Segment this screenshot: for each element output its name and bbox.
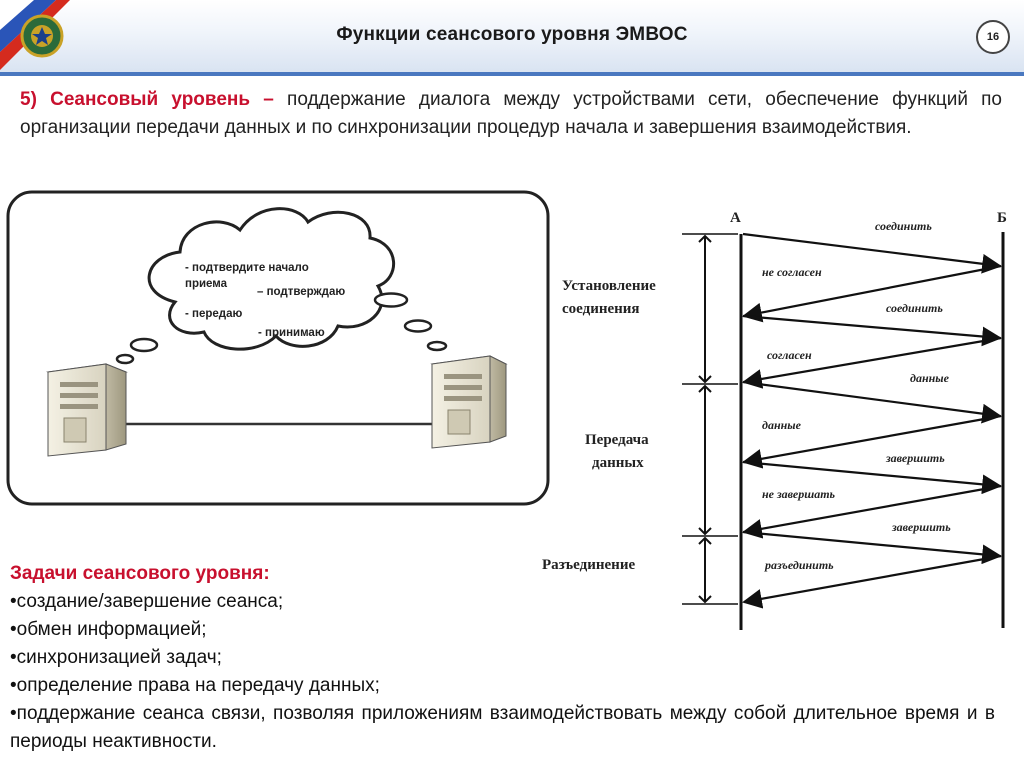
thought-bubble-small — [426, 340, 448, 352]
phase-bracket — [682, 233, 738, 605]
message-arrow — [742, 336, 1002, 389]
message-label: согласен — [767, 348, 812, 362]
message-arrow — [742, 460, 1002, 495]
task-item: •создание/завершение сеанса; — [10, 591, 284, 612]
thought-bubble-small — [115, 353, 135, 365]
message-label: соединить — [875, 219, 932, 233]
message-arrow — [742, 232, 1002, 274]
party-a-label: А — [730, 210, 741, 226]
tasks-section: Задачи сеансового уровня: •создание/заве… — [10, 560, 995, 756]
message-label: разъединить — [764, 558, 834, 572]
phase-label: Установление — [562, 278, 656, 294]
bubble-line: – подтверждаю — [257, 286, 345, 298]
thought-bubble-small — [129, 337, 159, 353]
task-item: •поддержание сеанса связи, позволяя прил… — [10, 703, 995, 752]
servers-illustration: - подтвердите начало приема – подтвержда… — [6, 190, 550, 506]
page-number-badge: 16 — [976, 20, 1010, 54]
server-right-icon — [430, 355, 508, 449]
message-label: соединить — [886, 301, 943, 315]
message-label: завершить — [885, 451, 945, 465]
header-band: Функции сеансового уровня ЭМВОС 16 — [0, 0, 1024, 76]
phase-label: Разъединение — [542, 557, 635, 573]
message-label: данные — [762, 418, 802, 432]
message-arrow — [742, 314, 1002, 347]
message-arrow — [742, 264, 1002, 323]
message-arrow — [742, 554, 1002, 609]
session-sequence-diagram: А Б Установление соединения Передача дан… — [542, 210, 1007, 630]
party-b-label: Б — [997, 210, 1007, 226]
bubble-line: приема — [185, 278, 228, 290]
server-left-icon — [46, 363, 128, 457]
task-item: •обмен информацией; — [10, 619, 207, 640]
message-label: завершить — [891, 520, 951, 534]
message-label: не согласен — [762, 265, 822, 279]
message-arrow — [742, 530, 1002, 565]
message-arrow — [742, 484, 1002, 539]
message-arrow — [742, 414, 1002, 469]
bubble-line: - принимаю — [258, 327, 325, 339]
task-item: •синхронизацией задач; — [10, 647, 222, 668]
thought-bubble-small — [373, 292, 409, 308]
message-arrow — [742, 380, 1002, 424]
phase-label: Передача — [585, 432, 649, 448]
phase-label: соединения — [562, 301, 640, 317]
intro-text: поддержание диалога между устройствами с… — [20, 89, 1003, 138]
intro-paragraph: 5) Сеансовый уровень – поддержание диало… — [20, 86, 1002, 142]
bubble-line: - подтвердите начало — [185, 262, 309, 274]
emblem-flag-icon — [0, 0, 70, 70]
phase-label: данных — [592, 455, 644, 471]
illustration-frame — [6, 190, 550, 506]
thought-bubble-small — [403, 319, 433, 333]
tasks-heading: Задачи сеансового уровня: — [10, 563, 270, 584]
thought-cloud — [147, 207, 395, 351]
message-label: не завершать — [762, 487, 836, 501]
intro-highlight: 5) Сеансовый уровень – — [20, 89, 274, 110]
message-label: данные — [910, 371, 950, 385]
slide-title: Функции сеансового уровня ЭМВОС — [336, 24, 688, 45]
bubble-line: - передаю — [185, 308, 242, 320]
header-underline — [0, 72, 1024, 76]
task-item: •определение права на передачу данных; — [10, 675, 380, 696]
message-arrows — [742, 232, 1002, 609]
